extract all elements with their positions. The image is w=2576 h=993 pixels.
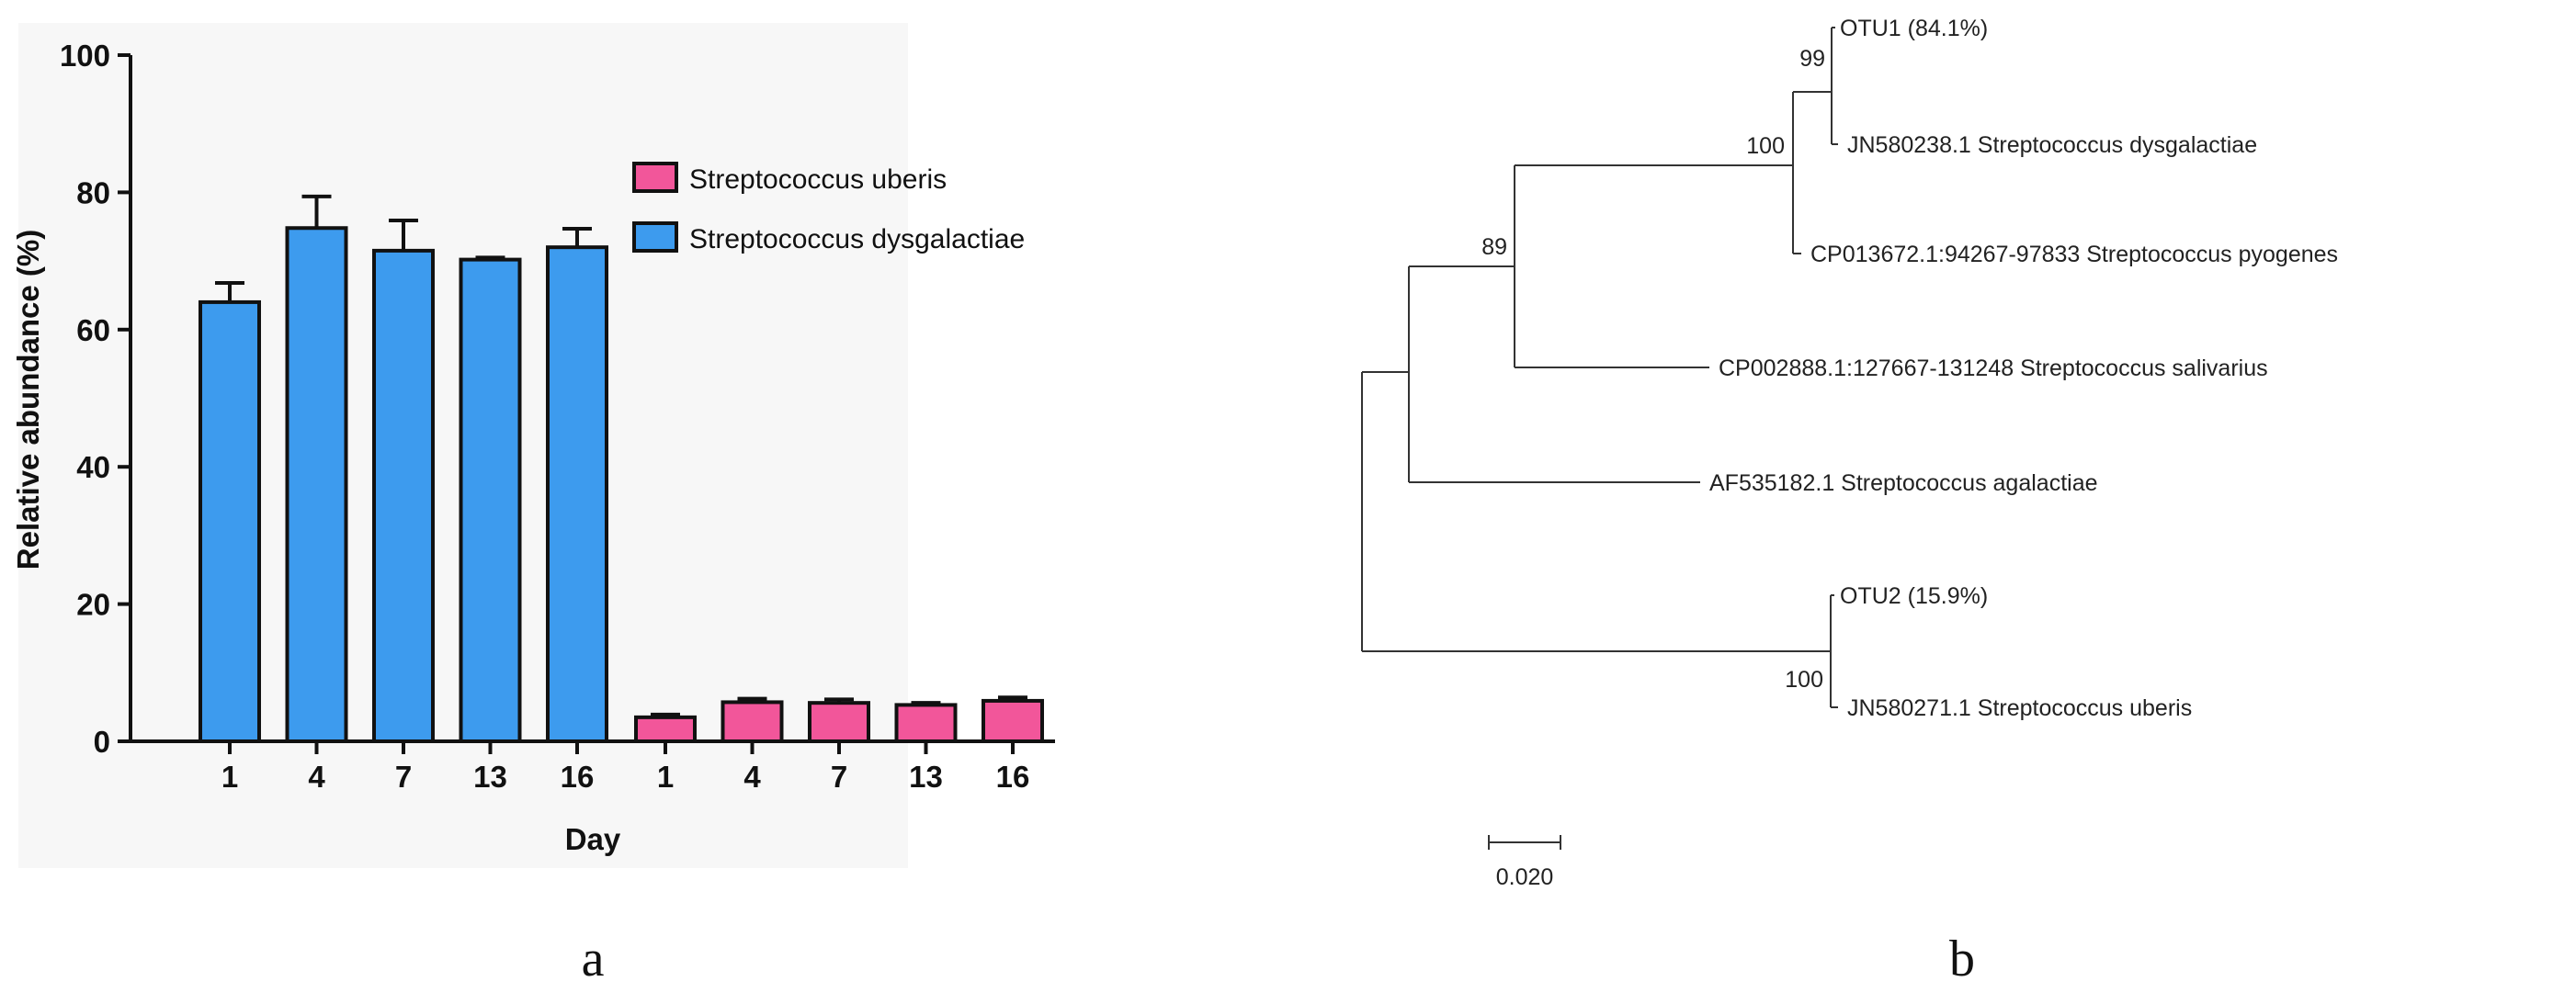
x-tick-label: 7: [831, 760, 847, 794]
y-tick-label: 40: [76, 450, 110, 484]
x-tick-label: 1: [221, 760, 238, 794]
x-tick-label: 16: [561, 760, 595, 794]
bar: [372, 248, 435, 743]
tree-tip-label: AF535182.1 Streptococcus agalactiae: [1709, 470, 2098, 496]
y-tick-label: 0: [94, 725, 110, 759]
tree-tip-label: OTU2 (15.9%): [1840, 583, 1988, 609]
bootstrap-value: 100: [1746, 133, 1785, 159]
legend-label-uberis: Streptococcus uberis: [689, 164, 947, 195]
x-tick-label: 4: [308, 760, 325, 794]
y-tick-label: 20: [76, 588, 110, 622]
tree-tip-label: JN580271.1 Streptococcus uberis: [1847, 695, 2192, 721]
tree-labels: OTU1 (84.1%) JN580238.1 Streptococcus dy…: [1481, 16, 2338, 721]
tree-tip-label: OTU1 (84.1%): [1840, 16, 1988, 41]
legend-swatch-uberis: [632, 162, 678, 193]
phylogenetic-tree: [1361, 27, 1838, 708]
bar: [634, 715, 697, 743]
x-tick-label: 13: [909, 760, 943, 794]
scale-bar: 0.020: [1488, 835, 1561, 890]
x-tick-label: 1: [657, 760, 674, 794]
bar-chart: 0 20 40 60 80 100 1 4 7 13 16 1 4 7 13 16 Relative abu…: [11, 39, 1055, 856]
bar: [894, 703, 958, 743]
bootstrap-value: 89: [1481, 234, 1507, 260]
bar: [982, 698, 1044, 743]
x-tick-label: 16: [996, 760, 1030, 794]
x-tick-label: 4: [743, 760, 761, 794]
tree-tip-label: CP013672.1:94267-97833 Streptococcus pyo…: [1810, 242, 2338, 267]
scale-bar-label: 0.020: [1496, 864, 1554, 890]
y-axis-label: Relative abundance (%): [11, 230, 45, 570]
x-tick-label: 7: [395, 760, 412, 794]
bootstrap-value: 100: [1785, 667, 1823, 693]
panel-label-b: b: [1949, 931, 1975, 987]
panel-label-a: a: [582, 931, 605, 987]
x-axis-label: Day: [565, 822, 621, 856]
y-tick-label: 100: [60, 39, 110, 73]
y-tick-label: 60: [76, 313, 110, 347]
tree-tip-label: JN580238.1 Streptococcus dysgalactiae: [1847, 132, 2257, 158]
y-tick-label: 80: [76, 175, 110, 209]
legend-label-dysgalactiae: Streptococcus dysgalactiae: [689, 224, 1025, 254]
bar: [721, 700, 784, 744]
bar: [459, 257, 522, 743]
x-tick-label: 13: [473, 760, 507, 794]
legend-swatch-dysgalactiae: [632, 221, 678, 253]
bar: [808, 701, 870, 744]
tree-tip-label: CP002888.1:127667-131248 Streptococcus s…: [1719, 355, 2268, 381]
bar: [199, 299, 261, 743]
bootstrap-value: 99: [1799, 46, 1825, 72]
bar: [285, 226, 348, 743]
legend: Streptococcus uberis Streptococcus dysga…: [632, 162, 1025, 254]
bar: [546, 245, 608, 744]
